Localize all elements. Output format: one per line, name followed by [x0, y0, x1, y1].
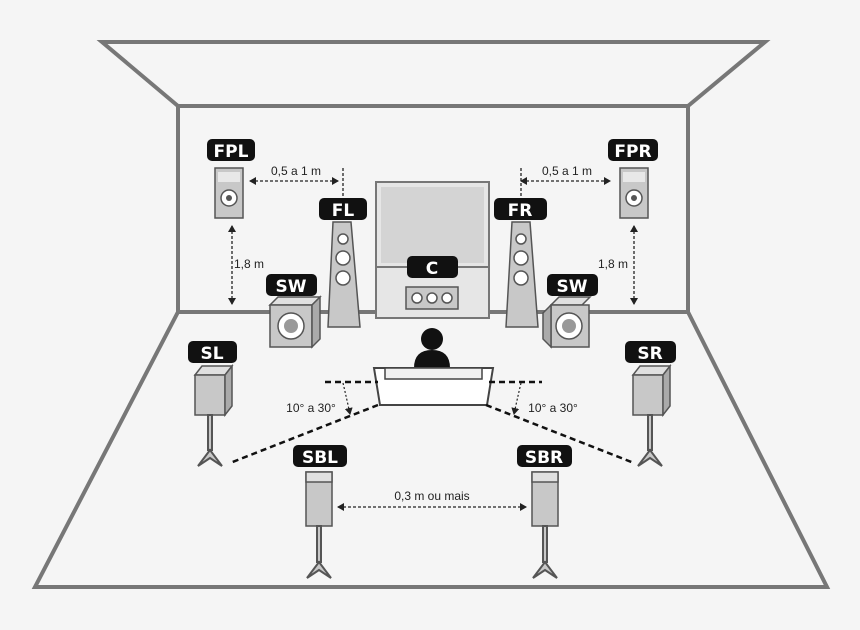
height-left-label: 1,8 m: [234, 257, 264, 271]
svg-text:SW: SW: [276, 277, 307, 297]
front-presence-left-speaker: [214, 167, 244, 219]
center-speaker: [405, 286, 459, 310]
label-fr: FR: [494, 198, 547, 221]
label-fpr: FPR: [608, 139, 658, 162]
front-presence-left-spacing: 0,5 a 1 m: [271, 164, 321, 178]
svg-text:SL: SL: [200, 344, 223, 364]
speaker-stand-icon: [532, 525, 558, 579]
speaker-stand-icon: [197, 414, 223, 467]
sofa-icon: [372, 367, 495, 406]
surround-back-left-speaker: [305, 471, 333, 527]
surround-angle-right-label: 10° a 30°: [528, 401, 578, 415]
front-right-speaker: [505, 221, 539, 328]
svg-text:SBL: SBL: [302, 448, 338, 468]
speaker-stand-icon: [306, 525, 332, 579]
surround-right-speaker: [631, 363, 672, 418]
svg-text:FPR: FPR: [614, 142, 651, 162]
height-right-label: 1,8 m: [598, 257, 628, 271]
angle-arcs: [342, 382, 522, 415]
front-presence-right-speaker: [619, 167, 649, 219]
label-sbl: SBL: [293, 445, 347, 468]
speaker-stand-icon: [637, 414, 663, 467]
surround-left-speaker: [193, 363, 234, 418]
label-sbr: SBR: [517, 445, 572, 468]
surround-back-right-speaker: [531, 471, 559, 527]
svg-text:FR: FR: [508, 201, 533, 221]
svg-text:SBR: SBR: [525, 448, 563, 468]
label-sw-right: SW: [547, 274, 598, 297]
front-left-speaker: [327, 221, 361, 328]
surround-angle-left-label: 10° a 30°: [286, 401, 336, 415]
subwoofer-icon: [268, 295, 322, 349]
label-sl: SL: [188, 341, 237, 364]
dimension-lines: [228, 168, 638, 511]
svg-text:SR: SR: [637, 344, 662, 364]
angle-guides: [229, 380, 635, 465]
svg-text:SW: SW: [557, 277, 588, 297]
svg-text:FL: FL: [332, 201, 355, 221]
label-fl: FL: [319, 198, 367, 221]
front-presence-right-spacing: 0,5 a 1 m: [542, 164, 592, 178]
subwoofer-icon: [542, 296, 592, 349]
svg-text:C: C: [426, 259, 438, 279]
svg-text:FPL: FPL: [214, 142, 249, 162]
label-c: C: [407, 256, 458, 279]
label-sr: SR: [625, 341, 676, 364]
surround-back-spacing-label: 0,3 m ou mais: [394, 489, 469, 503]
label-sw-left: SW: [266, 274, 317, 297]
listener-icon: [414, 328, 450, 368]
label-fpl: FPL: [207, 139, 255, 162]
